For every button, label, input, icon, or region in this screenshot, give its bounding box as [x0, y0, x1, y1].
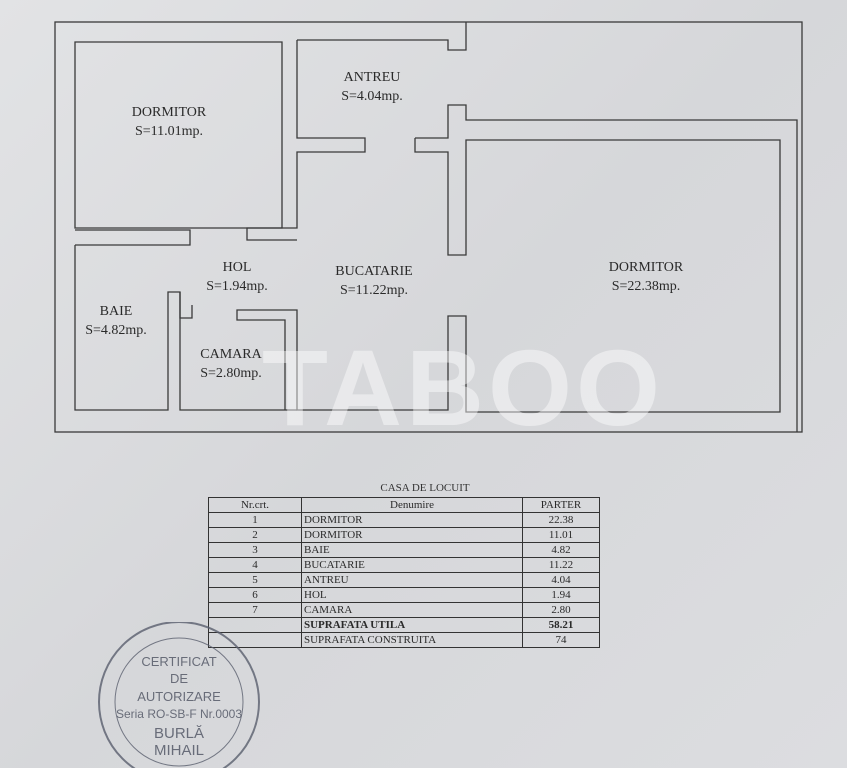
svg-text:CERTIFICAT: CERTIFICAT — [141, 654, 216, 669]
table-title: CASA DE LOCUIT — [380, 482, 470, 494]
header-parter: PARTER — [522, 497, 600, 513]
outer-wall — [54, 21, 803, 433]
table-header-row: Nr.crt. Denumire PARTER — [208, 497, 600, 513]
svg-text:DE: DE — [170, 671, 188, 686]
watermark: TABOO — [262, 327, 664, 448]
svg-text:Seria RO-SB-F Nr.0003: Seria RO-SB-F Nr.0003 — [116, 707, 242, 721]
floor-plan-drawing — [54, 21, 803, 433]
svg-text:MIHAIL: MIHAIL — [154, 742, 204, 759]
authorization-stamp: CERTIFICAT DE AUTORIZARE Seria RO-SB-F N… — [98, 622, 260, 768]
header-denumire: Denumire — [301, 497, 523, 513]
svg-text:BURLĂ: BURLĂ — [154, 725, 204, 742]
svg-text:AUTORIZARE: AUTORIZARE — [137, 689, 221, 704]
header-nr: Nr.crt. — [208, 497, 302, 513]
